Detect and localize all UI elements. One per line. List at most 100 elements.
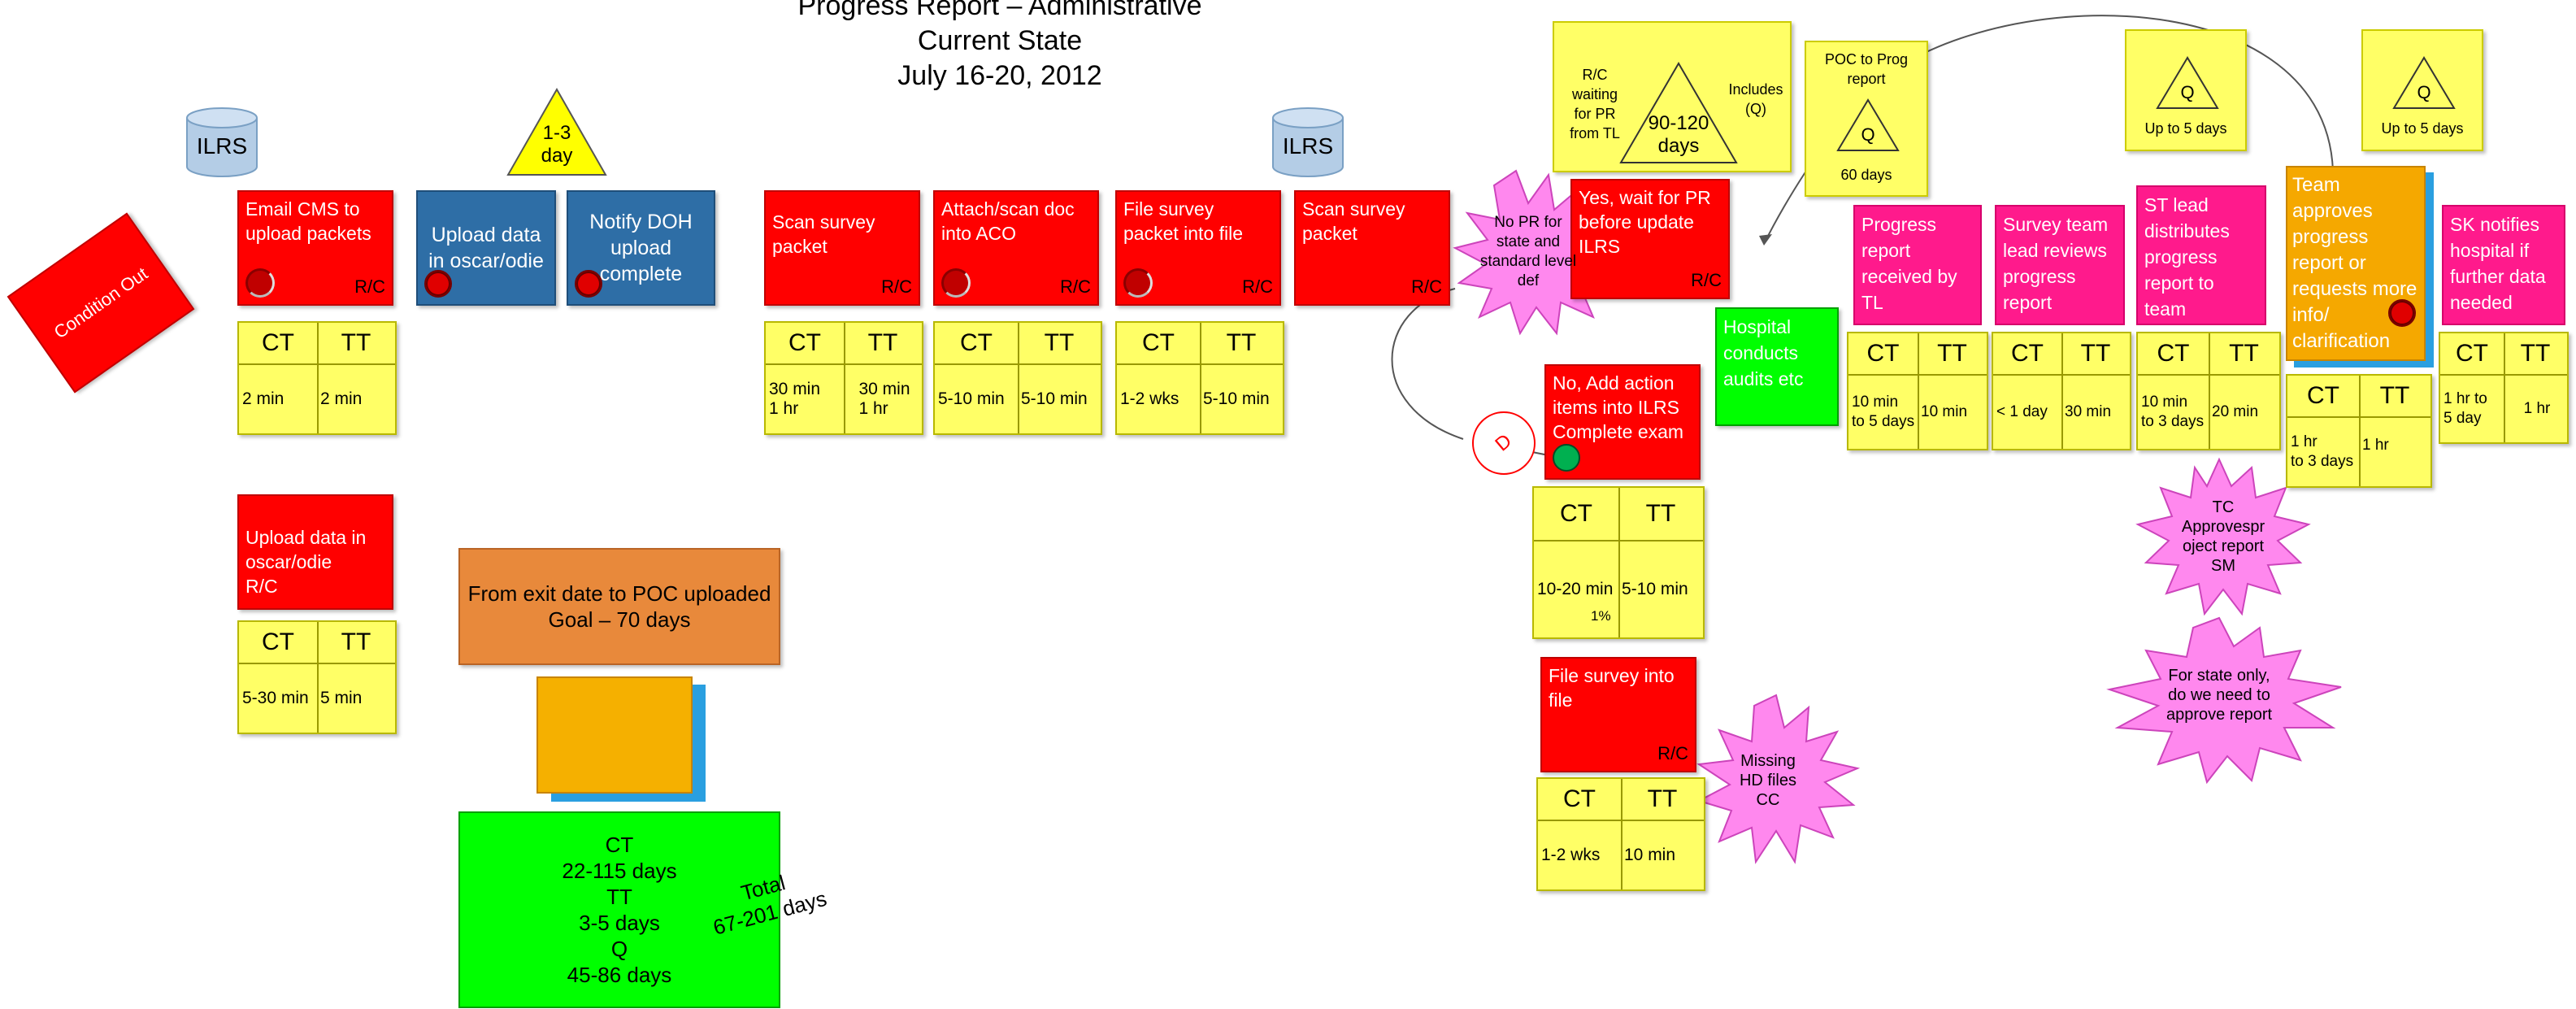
hospital-audits: Hospital conducts audits etc — [1715, 307, 1839, 426]
step-text: Survey team lead reviews progress report — [2003, 214, 2109, 313]
ct-header: CT — [1560, 500, 1592, 527]
q-box-2-days: Up to 5 days — [2381, 120, 2464, 137]
wait-box-left: R/C waiting for PR from TL — [1570, 67, 1620, 141]
step-text: No, Add action items into ILRS Complete … — [1553, 372, 1684, 442]
step-text: Attach/scan doc into ACO — [941, 198, 1075, 244]
status-dot — [245, 268, 275, 298]
step-file-survey-into: File survey into file R/C — [1540, 657, 1696, 772]
q-box-1-days: Up to 5 days — [2144, 120, 2227, 137]
delay-triangle — [506, 87, 607, 176]
q-triangle-1 — [2156, 56, 2219, 109]
title-line-3: July 16-20, 2012 — [897, 60, 1102, 91]
hospital-audits-text: Hospital conducts audits etc — [1723, 316, 1804, 389]
ct-value: < 1 day — [1996, 403, 2048, 420]
ct-tt-file-survey-into: CT TT 1-2 wks 10 min — [1536, 777, 1705, 891]
ct-header: CT — [960, 329, 993, 356]
ct-header: CT — [262, 329, 294, 356]
step-upload-oscar-2: Upload data in oscar/odie R/C — [237, 494, 393, 610]
ct-header: CT — [2157, 340, 2190, 367]
step-scan-survey-2: Scan survey packet R/C — [1294, 190, 1450, 306]
step-text: Team approves progress report or request… — [2292, 174, 2417, 352]
decision-circle — [1472, 411, 1536, 475]
ct-header: CT — [2011, 340, 2044, 367]
ct-value: 10 min to 5 days — [1852, 394, 1915, 430]
ct-value: 1-2 wks — [1541, 846, 1601, 864]
starburst-missing-hd — [1696, 694, 1861, 864]
tt-value: 5 min — [320, 689, 363, 707]
tt-value: 2 min — [320, 389, 363, 408]
ct-header: CT — [1563, 785, 1596, 812]
tt-value: 5-10 min — [1203, 389, 1270, 408]
wait-box-right: Includes (Q) — [1728, 81, 1783, 117]
poc-box-days: 60 days — [1840, 166, 1892, 183]
ilrs-label-2: ILRS — [1282, 133, 1334, 159]
rc-label: R/C — [1411, 276, 1442, 297]
ct-tt-st-lead: CT TT 10 min to 3 days 20 min — [2136, 332, 2281, 450]
summary-text: CT 22-115 days TT 3-5 days Q 45-86 days — [562, 833, 677, 987]
ct-header: CT — [262, 628, 294, 655]
starburst-missing-hd-text: Missing HD files CC — [1739, 752, 1796, 809]
step-survey-lead: Survey team lead reviews progress report — [1995, 205, 2125, 325]
starburst-no-pr-text: No PR for state and standard level def — [1479, 214, 1577, 289]
ct-header: CT — [2307, 382, 2339, 409]
starburst-tc-approves — [2135, 457, 2311, 616]
step-scan-survey: Scan survey packet R/C — [764, 190, 920, 306]
ct-value: 1 hr to 5 day — [2444, 390, 2487, 427]
step-team-approves: Team approves progress report or request… — [2286, 166, 2426, 361]
tt-header: TT — [2379, 382, 2410, 409]
q-box-2-q: Q — [2417, 82, 2431, 102]
poc-box-title: POC to Prog report — [1824, 51, 1909, 87]
ct-value: 1-2 wks — [1120, 389, 1179, 408]
step-notify-doh: Notify DOH upload complete — [567, 190, 715, 306]
step-text: Scan survey packet — [1302, 198, 1405, 244]
step-text: ST lead distributes progress report to t… — [2144, 194, 2230, 320]
q-box-2: Q Up to 5 days — [2361, 29, 2483, 151]
goal-box: From exit date to POC uploaded Goal – 70… — [458, 548, 780, 665]
step-text: Yes, wait for PR before update ILRS — [1579, 187, 1711, 257]
ct-tt-email-cms: CT TT 2 min 2 min — [237, 321, 397, 435]
tt-header: TT — [1044, 329, 1075, 356]
starburst-tc-text: TC Approvespr oject report SM — [2181, 498, 2265, 575]
rc-label: R/C — [881, 276, 912, 297]
ct-value: 2 min — [242, 389, 285, 408]
delay-label: 1-3 day — [541, 122, 573, 167]
rc-label: R/C — [1242, 276, 1273, 297]
tt-header: TT — [867, 329, 898, 356]
ilrs-cylinder-2 — [1272, 107, 1344, 177]
status-dot — [575, 270, 602, 298]
tt-value: 30 min 1 hr — [858, 380, 910, 418]
step-sk-notifies: SK notifies hospital if further data nee… — [2442, 205, 2565, 325]
ct-tt-survey-lead: CT TT < 1 day 30 min — [1992, 332, 2131, 450]
rc-label: R/C — [1060, 276, 1091, 297]
status-dot — [424, 270, 452, 298]
ct-header: CT — [2456, 340, 2488, 367]
step-text: File survey packet into file — [1123, 198, 1244, 244]
poc-triangle — [1836, 98, 1900, 151]
step-attach-scan: Attach/scan doc into ACO R/C — [933, 190, 1099, 306]
tt-header: TT — [2520, 340, 2551, 367]
ilrs-cylinder-1 — [186, 107, 258, 177]
step-text: Progress report received by TL — [1861, 214, 1957, 313]
tt-value: 1 hr — [2523, 400, 2551, 417]
summary-box: CT 22-115 days TT 3-5 days Q 45-86 days — [458, 811, 780, 1008]
ct-value: 5-10 min — [938, 389, 1005, 408]
step-progress-received: Progress report received by TL — [1853, 205, 1982, 325]
step-text: File survey into file — [1549, 665, 1675, 711]
status-dot — [941, 268, 971, 298]
ct-tt-sk-notifies: CT TT 1 hr to 5 day 1 hr — [2439, 332, 2569, 444]
ct-value: 30 min 1 hr — [769, 380, 821, 418]
ct-header: CT — [1142, 329, 1175, 356]
tt-value: 10 min — [1624, 846, 1676, 864]
title-line-1: Progress Report – Administrative — [797, 0, 1202, 21]
step-text: SK notifies hospital if further data nee… — [2450, 214, 2546, 313]
step-file-survey: File survey packet into file R/C — [1115, 190, 1281, 306]
tt-header: TT — [2229, 340, 2259, 367]
stack-frontcard — [536, 676, 693, 794]
tt-value: 20 min — [2212, 403, 2259, 420]
step-no-add: No, Add action items into ILRS Complete … — [1544, 364, 1701, 480]
tt-header: TT — [1937, 340, 1967, 367]
starburst-state-only — [2106, 616, 2342, 785]
poc-box: POC to Prog report Q 60 days — [1805, 41, 1928, 197]
tt-header: TT — [1645, 500, 1676, 527]
